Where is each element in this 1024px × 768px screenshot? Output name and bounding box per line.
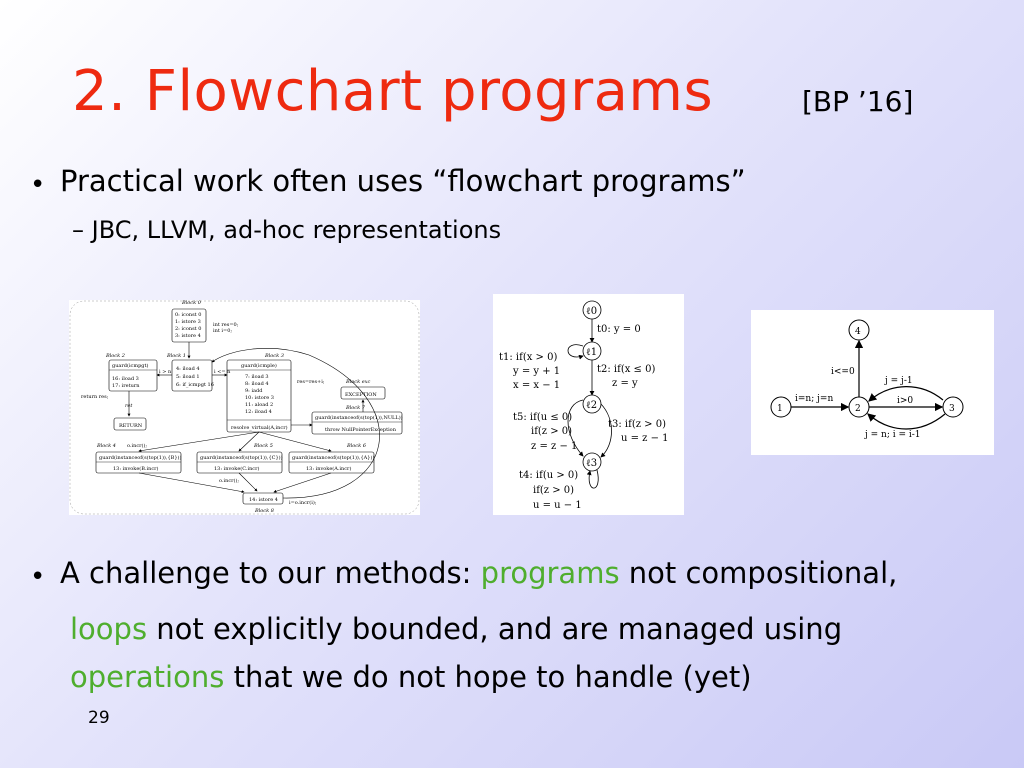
- label-block0: Block 0: [181, 300, 202, 306]
- bullet-challenge-line3: operations that we do not hope to handle…: [70, 660, 752, 694]
- svg-text:u = z − 1: u = z − 1: [621, 433, 669, 444]
- svg-text:ℓ0: ℓ0: [586, 306, 597, 317]
- bullet-challenge-line2: loops not explicitly bounded, and are ma…: [70, 612, 843, 646]
- svg-text:ℓ1: ℓ1: [586, 347, 597, 358]
- svg-text:RETURN: RETURN: [119, 423, 143, 429]
- svg-text:Block 2: Block 2: [105, 353, 125, 359]
- highlight-operations: operations: [70, 660, 225, 694]
- svg-text:12: iload 4: 12: iload 4: [245, 409, 272, 415]
- svg-text:7: iload 3: 7: iload 3: [245, 374, 269, 380]
- svg-text:guard(icmple): guard(icmple): [241, 362, 277, 369]
- svg-text:t5: if(u ≤ 0): t5: if(u ≤ 0): [513, 412, 572, 423]
- svg-text:16: iload 3: 16: iload 3: [112, 376, 139, 382]
- svg-text:if(z > 0): if(z > 0): [531, 426, 572, 437]
- svg-text:o.incr();: o.incr();: [219, 477, 239, 484]
- slide-title: 2. Flowchart programs: [72, 59, 714, 124]
- svg-text:17: ireturn: 17: ireturn: [112, 383, 140, 389]
- svg-text:j = n; i = i-1: j = n; i = i-1: [864, 430, 921, 440]
- small-cfg-diagram: 4 1 2 3 i=n; j=n i<=0 j = j-1 i>0 j = n;…: [770, 319, 964, 440]
- svg-text:13: invoke(A.incr): 13: invoke(A.incr): [306, 465, 351, 472]
- svg-text:5: iload 1: 5: iload 1: [176, 374, 200, 380]
- svg-text:4: iload 4: 4: iload 4: [176, 366, 200, 372]
- svg-text:o.incr();: o.incr();: [127, 442, 147, 449]
- svg-text:Block 8: Block 8: [254, 508, 274, 514]
- node-3: 3: [949, 404, 955, 414]
- bullet-flowchart: Practical work often uses “flowchart pro…: [60, 164, 746, 198]
- svg-text:i > n: i > n: [159, 369, 172, 375]
- svg-text:guard(instanceof(s(top(1)),{A}: guard(instanceof(s(top(1)),{A})): [292, 454, 374, 461]
- highlight-programs: programs: [480, 556, 620, 590]
- svg-text:guard(instanceof(s(top(1)),{C}: guard(instanceof(s(top(1)),{C})): [200, 454, 283, 461]
- svg-text:t1: if(x > 0): t1: if(x > 0): [499, 352, 557, 363]
- page-number: 29: [88, 708, 110, 728]
- svg-text:guard(instanceof(s(top(1)),NUL: guard(instanceof(s(top(1)),NULL)): [315, 414, 403, 421]
- sub-bullet-representations: – JBC, LLVM, ad-hoc representations: [72, 216, 502, 244]
- svg-text:i=n; j=n: i=n; j=n: [795, 394, 833, 404]
- svg-text:6: if_icmpgt 16: 6: if_icmpgt 16: [176, 382, 214, 388]
- svg-text:13: invoke(B.incr): 13: invoke(B.incr): [113, 465, 159, 472]
- svg-text:2: iconst 0: 2: iconst 0: [175, 326, 201, 332]
- highlight-loops: loops: [70, 612, 148, 646]
- svg-text:i=o.incr(i);: i=o.incr(i);: [289, 499, 317, 506]
- svg-text:throw NullPointerException: throw NullPointerException: [325, 427, 397, 433]
- svg-text:Block 6: Block 6: [346, 443, 367, 449]
- svg-text:i<=0: i<=0: [831, 367, 855, 377]
- svg-text:res=res+i;: res=res+i;: [297, 379, 325, 385]
- svg-text:Block 1: Block 1: [166, 353, 186, 359]
- svg-text:t3: if(z > 0): t3: if(z > 0): [608, 419, 666, 430]
- svg-text:9: iadd: 9: iadd: [245, 388, 263, 394]
- svg-text:u = u − 1: u = u − 1: [533, 500, 582, 511]
- svg-text:11: aload 2: 11: aload 2: [245, 402, 273, 408]
- svg-text:t2: if(x ≤ 0): t2: if(x ≤ 0): [597, 364, 655, 375]
- svg-text:Block 5: Block 5: [253, 443, 273, 449]
- svg-text:Block exc: Block exc: [345, 379, 370, 385]
- svg-text:0: iconst 0: 0: iconst 0: [175, 312, 201, 318]
- svg-text:EXCEPTION: EXCEPTION: [345, 392, 377, 398]
- figure-small-cfg: 4 1 2 3 i=n; j=n i<=0 j = j-1 i>0 j = n;…: [751, 310, 994, 455]
- svg-text:Block 3: Block 3: [264, 353, 284, 359]
- bytecode-cfg-diagram: Block 0 0: iconst 0 1: istore 3 2: icons…: [69, 300, 420, 515]
- figure-bytecode-cfg: Block 0 0: iconst 0 1: istore 3 2: icons…: [69, 300, 420, 515]
- citation: [BP ’16]: [802, 85, 914, 118]
- svg-text:z = z − 1: z = z − 1: [531, 441, 577, 452]
- svg-text:guard(instanceof(s(top(1)),{B}: guard(instanceof(s(top(1)),{B})): [99, 454, 181, 461]
- svg-text:ℓ3: ℓ3: [586, 458, 597, 469]
- svg-text:int i=0;: int i=0;: [213, 328, 232, 334]
- svg-text:Block 4: Block 4: [96, 443, 116, 449]
- svg-text:14: istore 4: 14: istore 4: [249, 497, 278, 503]
- node-2: 2: [855, 404, 861, 414]
- svg-text:i>0: i>0: [897, 396, 913, 406]
- svg-text:8: iload 4: 8: iload 4: [245, 381, 269, 387]
- svg-text:1: istore 3: 1: istore 3: [175, 319, 201, 325]
- svg-text:13: invoke(C.incr): 13: invoke(C.incr): [214, 465, 259, 472]
- svg-text:3: istore 4: 3: istore 4: [175, 333, 201, 339]
- svg-text:j = j-1: j = j-1: [884, 376, 913, 386]
- node-1: 1: [777, 404, 783, 414]
- svg-text:resolve_virtual(A,incr): resolve_virtual(A,incr): [231, 424, 288, 431]
- node-4: 4: [855, 327, 861, 337]
- svg-text:if(z > 0): if(z > 0): [533, 485, 574, 496]
- svg-text:int res=0;: int res=0;: [213, 322, 239, 328]
- bullet-dot: •: [30, 562, 46, 592]
- bullet-dot: •: [30, 170, 46, 200]
- svg-text:t4: if(u > 0): t4: if(u > 0): [519, 470, 578, 481]
- figure-transition-system: ℓ0 t0: y = 0 ℓ1 t1: if(x > 0) y = y + 1 …: [493, 294, 684, 515]
- transition-system-diagram: ℓ0 t0: y = 0 ℓ1 t1: if(x > 0) y = y + 1 …: [499, 300, 669, 511]
- svg-text:return res;: return res;: [81, 394, 109, 400]
- svg-text:x = x − 1: x = x − 1: [513, 380, 560, 391]
- svg-text:guard(icmpgt): guard(icmpgt): [112, 362, 148, 369]
- svg-text:t0: y = 0: t0: y = 0: [597, 324, 641, 335]
- svg-text:Block 7: Block 7: [345, 405, 366, 411]
- svg-text:i <= n: i <= n: [214, 369, 231, 375]
- bullet-challenge-line1: A challenge to our methods: programs not…: [60, 556, 898, 590]
- svg-text:ℓ2: ℓ2: [586, 400, 597, 411]
- svg-text:10: istore 3: 10: istore 3: [245, 395, 274, 401]
- svg-text:y = y + 1: y = y + 1: [512, 366, 560, 377]
- svg-text:z = y: z = y: [612, 378, 638, 389]
